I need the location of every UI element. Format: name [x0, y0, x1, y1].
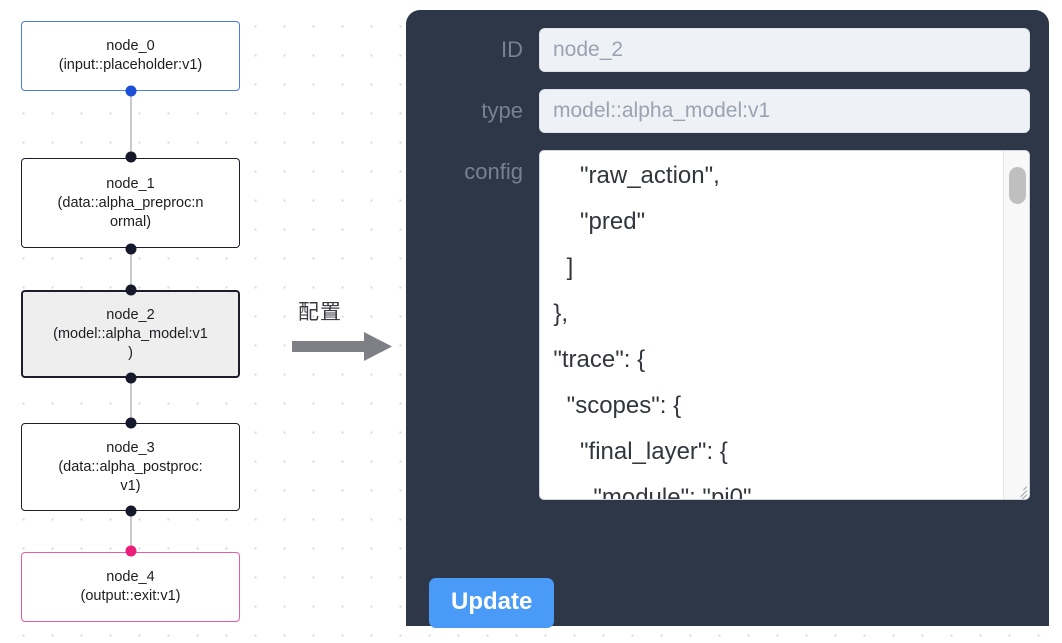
config-scrollbar-thumb[interactable]	[1009, 167, 1026, 204]
node-title: node_4	[106, 569, 155, 585]
node-title: node_1	[106, 175, 155, 192]
graph-node-node_4[interactable]: node_4 (output::exit:v1)	[21, 552, 240, 622]
id-label: ID	[501, 37, 523, 62]
node-subtitle-cont: ormal)	[109, 213, 152, 230]
id-input[interactable]: node_2	[539, 28, 1030, 72]
node-title: node_0	[106, 38, 155, 54]
node_1-source-handle[interactable]	[125, 243, 137, 255]
node-graph-canvas[interactable]: node_0 (input::placeholder:v1) node_1 (d…	[0, 0, 400, 643]
node_3-target-handle[interactable]	[125, 417, 137, 429]
graph-node-node_2[interactable]: node_2 (model::alpha_model:v1 )	[21, 290, 240, 378]
graph-node-node_0[interactable]: node_0 (input::placeholder:v1)	[21, 21, 240, 91]
edge-node0-node1	[130, 90, 132, 158]
edge-node1-node2	[130, 248, 132, 316]
node_3-source-handle[interactable]	[125, 505, 137, 517]
node-subtitle-cont: )	[128, 344, 133, 361]
node-subtitle: (input::placeholder:v1)	[58, 57, 203, 73]
type-input[interactable]: model::alpha_model:v1	[539, 89, 1030, 133]
node-subtitle: (output::exit:v1)	[80, 588, 181, 604]
node-subtitle: (data::alpha_preproc:n	[57, 194, 204, 211]
node-subtitle: (model::alpha_model:v1	[53, 325, 208, 342]
config-label: config	[464, 159, 523, 184]
type-label: type	[481, 98, 523, 123]
arrow-label: 配置	[298, 300, 342, 324]
node_4-target-handle[interactable]	[125, 545, 137, 557]
edge-node3-node4	[130, 510, 132, 552]
node_2-target-handle[interactable]	[125, 284, 137, 296]
right-arrow-icon	[292, 332, 392, 361]
config-textarea[interactable]: "raw_action", "pred" ] }, "trace": { "sc…	[553, 162, 759, 499]
update-button[interactable]: Update	[429, 578, 555, 628]
node_2-source-handle[interactable]	[125, 372, 137, 384]
resize-grip-icon[interactable]	[1011, 482, 1028, 499]
field-row-id: ID node_2	[416, 28, 1030, 72]
node-config-panel: ID node_2 type model::alpha_model:v1 con…	[406, 10, 1049, 626]
edge-node2-node3	[130, 376, 132, 424]
graph-node-node_1[interactable]: node_1 (data::alpha_preproc:n ormal)	[21, 158, 240, 248]
node-title: node_2	[106, 306, 155, 323]
field-row-config: config "raw_action", "pred" ] }, "trace"…	[416, 150, 1030, 500]
node-subtitle: (data::alpha_postproc:	[58, 458, 203, 475]
graph-node-node_3[interactable]: node_3 (data::alpha_postproc: v1)	[21, 423, 240, 511]
node_1-target-handle[interactable]	[125, 151, 137, 163]
node_0-source-handle[interactable]	[125, 85, 137, 97]
node-subtitle-cont: v1)	[120, 477, 141, 494]
config-scrollbar[interactable]	[1003, 151, 1029, 499]
field-row-type: type model::alpha_model:v1	[416, 89, 1030, 133]
configure-annotation: 配置	[292, 296, 400, 366]
node-title: node_3	[106, 439, 155, 456]
config-textarea-wrapper[interactable]: "raw_action", "pred" ] }, "trace": { "sc…	[539, 150, 1030, 500]
